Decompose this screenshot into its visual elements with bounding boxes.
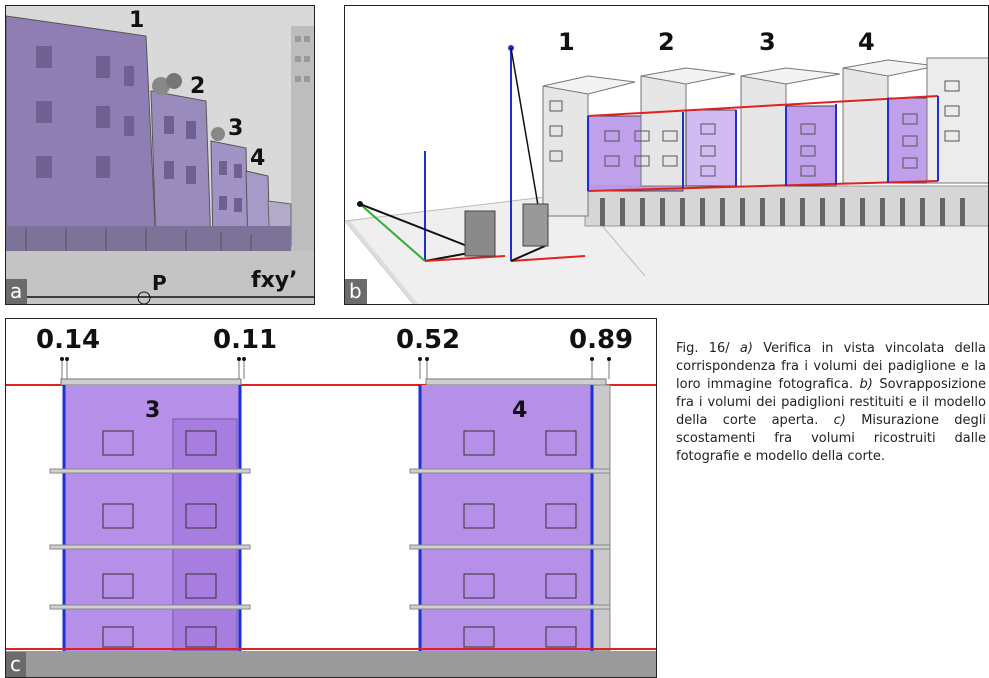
building-label-3: 3: [228, 116, 244, 141]
portico: [6, 226, 291, 251]
window: [164, 161, 174, 179]
roof-slab-3: [60, 378, 242, 386]
measure-value-4: 0.89: [569, 325, 634, 355]
caption-text-b: Sovrapposizione fra i volumi dei padigli…: [676, 377, 987, 428]
bottom-red-line: [587, 180, 939, 192]
window: [234, 164, 242, 178]
building-label-2: 2: [190, 74, 206, 99]
elevation-windows: [102, 430, 577, 648]
window: [96, 156, 110, 178]
green-axis: [359, 203, 426, 262]
tower-window: [295, 76, 301, 82]
street: [6, 251, 314, 304]
top-red-line: [587, 95, 939, 117]
measure-value-1: 0.14: [36, 325, 101, 355]
window: [234, 198, 242, 212]
building-1-roof: [542, 75, 636, 95]
window: [186, 121, 196, 139]
window: [124, 116, 134, 136]
panel-c-elevation: 0.14 0.11 0.52 0.89 3 4 c: [5, 318, 657, 678]
window: [96, 106, 110, 128]
sight-line: [510, 245, 546, 262]
ground-band: [6, 651, 656, 677]
building-3-roof: [740, 67, 841, 85]
blue-verticals: [587, 96, 939, 191]
portico-pillars: [600, 198, 965, 226]
building-label-2: 2: [658, 28, 675, 56]
window: [164, 116, 174, 134]
model-windows: [549, 80, 960, 177]
tower-window: [295, 56, 301, 62]
panel-a-drawing: [6, 6, 314, 304]
caption-marker-b: b): [859, 377, 873, 392]
portico-base: [584, 185, 988, 227]
building-label-1: 1: [129, 8, 145, 33]
roof-slab-4: [425, 378, 607, 386]
building-2-overlay: [685, 109, 737, 187]
tree-top: [211, 127, 225, 141]
building-label-1: 1: [558, 28, 575, 56]
red-axis: [510, 255, 586, 262]
caption-marker-a: a): [739, 341, 753, 356]
measure-value-2: 0.11: [213, 325, 278, 355]
window: [219, 196, 227, 210]
panel-b-letter: b: [345, 279, 367, 304]
panel-c-drawing: [6, 357, 656, 677]
measure-ticks: [60, 357, 611, 361]
panel-c-letter: c: [6, 652, 26, 677]
point-p-marker: [137, 291, 151, 304]
horizon-label: fxy’: [251, 268, 298, 293]
tower-window: [304, 56, 310, 62]
window: [36, 101, 52, 123]
photo-plane-1: [464, 210, 496, 257]
building-4-side: [842, 67, 889, 184]
caption-marker-c: c): [833, 413, 846, 428]
ground-edge: [345, 221, 419, 304]
caption-lead: Fig. 16/: [676, 341, 740, 356]
building-4-overlay: [420, 385, 592, 651]
tower-window: [304, 36, 310, 42]
photo-plane-2: [522, 203, 549, 247]
building-4-edge-wall: [591, 384, 611, 652]
building-2-roof: [640, 67, 736, 85]
figure-caption: Fig. 16/ a) Verifica in vista vincolata …: [676, 340, 986, 466]
tower-window: [304, 76, 310, 82]
building-5: [926, 57, 988, 184]
building-label-4: 4: [512, 398, 528, 423]
building-3-side: [740, 75, 787, 187]
caption-text-a: Verifica in vista vincolata della corris…: [676, 341, 986, 392]
window: [186, 166, 196, 184]
measure-leaders: [61, 361, 610, 379]
panel-b-model: 1 2 3 4 b: [344, 5, 989, 305]
point-p-label: P: [152, 271, 167, 295]
panel-b-drawing: [345, 45, 988, 304]
sight-line: [359, 203, 481, 252]
building-label-3: 3: [759, 28, 776, 56]
building-label-4: 4: [858, 28, 875, 56]
building-2-overlay: [150, 90, 212, 247]
building-3-door-column: [172, 418, 238, 652]
panel-a-photo: 1 2 3 4 P fxy’ a: [5, 5, 315, 305]
measure-value-3: 0.52: [396, 325, 461, 355]
tree-top: [166, 73, 182, 89]
panel-a-letter: a: [6, 279, 28, 304]
window: [124, 66, 134, 86]
building-label-4: 4: [250, 146, 266, 171]
red-axis: [424, 255, 506, 262]
tree-top: [152, 77, 170, 95]
window: [36, 46, 52, 68]
building-label-3: 3: [145, 398, 161, 423]
window: [36, 156, 52, 178]
tower-window: [295, 36, 301, 42]
distant-tower: [291, 26, 314, 286]
floor-slabs: [49, 468, 611, 610]
window: [96, 56, 110, 78]
caption-text-c: Misurazione degli scostamenti fra volumi…: [676, 413, 986, 464]
window: [219, 161, 227, 175]
building-1-overlay: [6, 16, 156, 246]
